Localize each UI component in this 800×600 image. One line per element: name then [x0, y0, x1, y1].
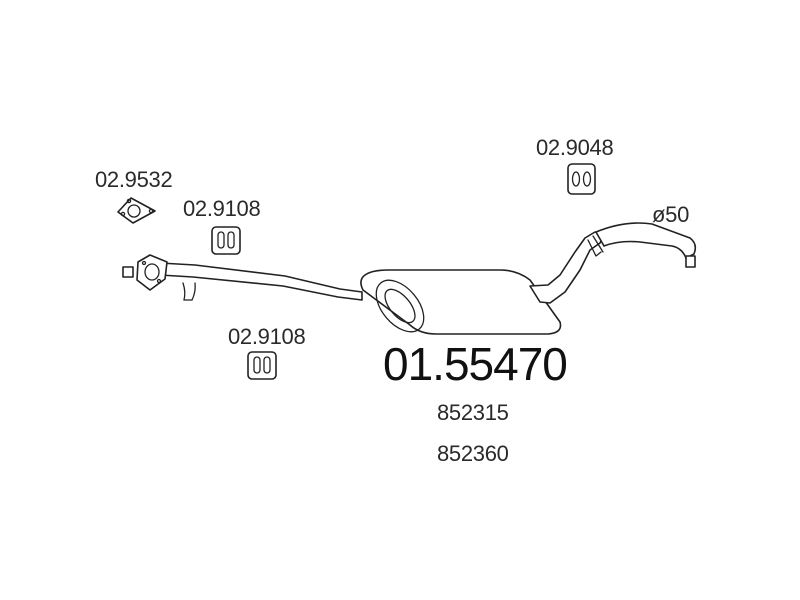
rubber-hanger-icon-rear [567, 163, 596, 195]
label-hanger-upper-left: 02.9108 [183, 196, 260, 221]
label-flange-gasket: 02.9532 [95, 167, 172, 192]
cross-reference-2: 852360 [437, 441, 509, 466]
main-part-number: 01.55470 [383, 338, 567, 390]
cross-reference-1: 852315 [437, 400, 509, 425]
rubber-hanger-icon-upper-left [211, 226, 241, 255]
rubber-hanger-icon-lower-left [247, 351, 277, 380]
exhaust-pipe-assembly [122, 222, 697, 335]
label-hanger-lower-left: 02.9108 [228, 324, 305, 349]
label-outlet-diameter: ø50 [652, 202, 689, 227]
label-hanger-rear: 02.9048 [536, 135, 613, 160]
flange-gasket-icon [117, 197, 156, 224]
